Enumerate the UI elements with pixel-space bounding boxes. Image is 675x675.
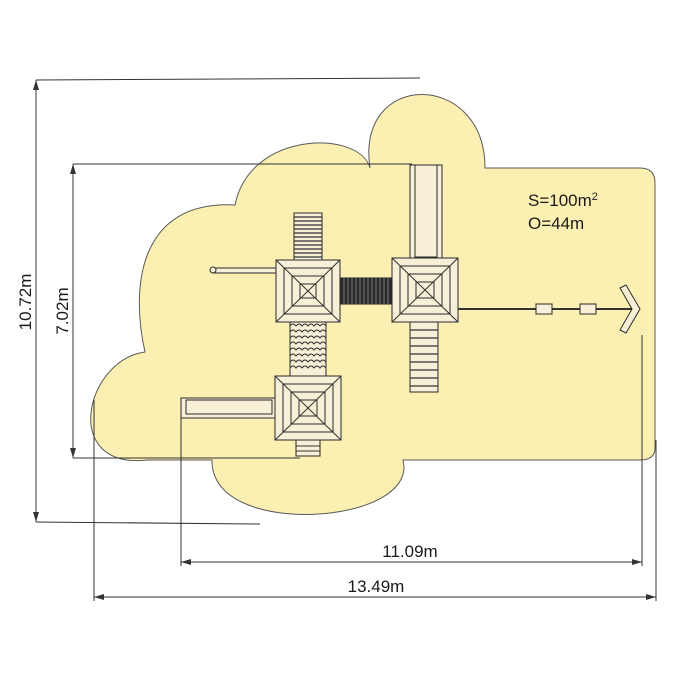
swing-beam <box>458 284 641 334</box>
climbing-net <box>289 321 327 377</box>
perimeter-label: O=44m <box>528 214 584 233</box>
area-label: S=100m2 <box>528 191 598 210</box>
top-slide-right <box>409 164 443 261</box>
net-strand <box>289 341 327 345</box>
net-strand <box>289 359 327 363</box>
step-lower <box>295 439 321 457</box>
net-strand <box>289 335 327 339</box>
play-equipment <box>180 164 641 457</box>
net-strand <box>289 353 327 357</box>
dimension-overall-width: 13.49m <box>93 400 657 601</box>
inner-height-label: 7.02m <box>53 287 72 334</box>
ladder-right <box>409 321 439 393</box>
tower-upper-left <box>275 259 341 323</box>
tower-lower <box>274 375 342 441</box>
lower-slide <box>180 397 276 419</box>
net-strand <box>289 365 327 369</box>
safety-zone <box>90 94 656 516</box>
dimension-inner-width: 11.09m <box>180 335 643 566</box>
left-climber-bar <box>209 266 278 274</box>
dimension-inner-height: 7.02m <box>53 163 412 459</box>
overall-height-label: 10.72m <box>16 274 35 331</box>
net-strand <box>289 347 327 351</box>
net-strand <box>289 323 327 327</box>
inner-width-label: 11.09m <box>382 542 437 561</box>
net-strand <box>289 329 327 333</box>
dimension-overall-height: 10.72m <box>16 77 421 525</box>
overall-width-label: 13.49m <box>348 577 405 596</box>
tower-upper-right <box>391 257 459 323</box>
bridge-between-towers <box>339 277 393 305</box>
top-slide-left <box>293 212 323 264</box>
